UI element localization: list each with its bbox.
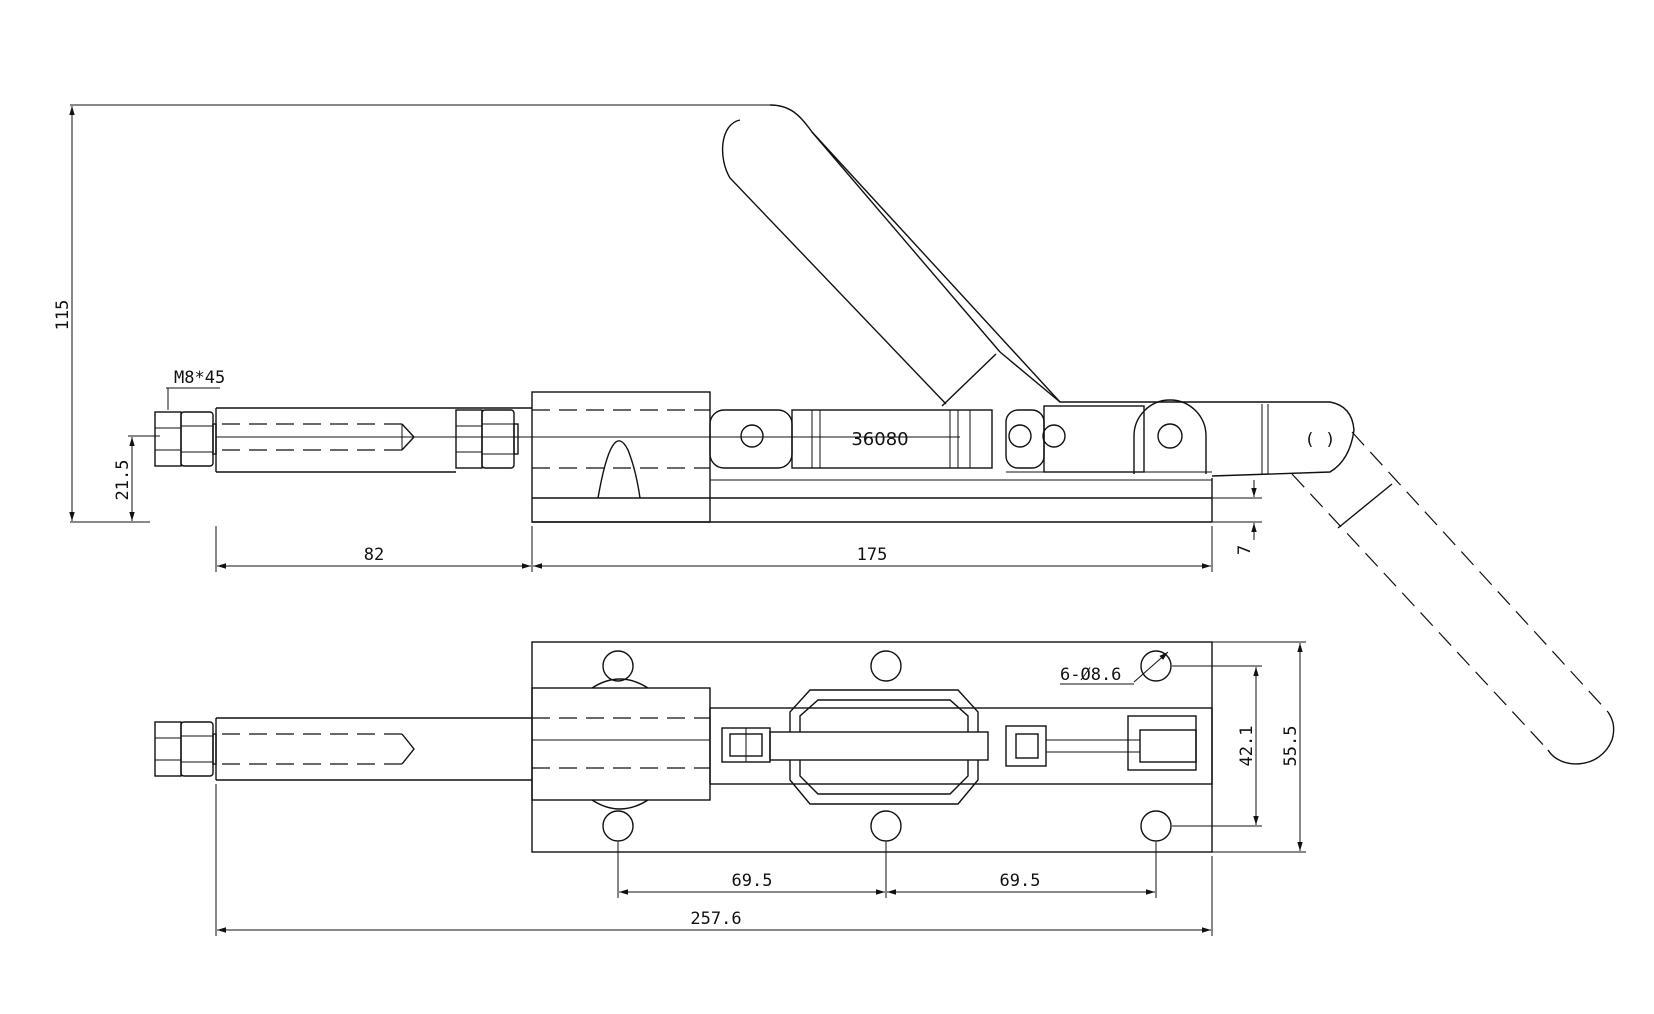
dim-overall-height: 115 — [53, 104, 770, 523]
pivot-bracket — [1133, 399, 1207, 474]
dim-plunger-length-label: 82 — [364, 545, 384, 565]
linkage-bar: 36080 — [709, 405, 1212, 473]
dim-base-thickness: 7 — [1212, 480, 1262, 555]
thread-callout: M8*45 — [166, 368, 225, 410]
dim-base-length-label: 175 — [857, 545, 888, 565]
dim-plunger-height-label: 21.5 — [113, 460, 133, 501]
handle-open-position — [1212, 431, 1615, 765]
dim-lengths-side: 82 175 — [215, 526, 1213, 572]
dim-lengths-top: 69.5 69.5 257.6 — [215, 784, 1213, 936]
dim-hole-spacing-vertical-label: 42.1 — [1237, 726, 1257, 767]
guide-block — [531, 391, 711, 523]
plunger-rod — [215, 407, 960, 473]
dim-base-thickness-label: 7 — [1235, 545, 1255, 555]
base-plate-side — [532, 478, 1213, 523]
guide-block-top — [531, 678, 711, 810]
top-view: 6-Ø8.6 42.1 55.5 69.5 69.5 257.6 — [154, 641, 1306, 936]
handle-lever: ( ) — [721, 104, 1355, 477]
dim-overall-length-label: 257.6 — [690, 909, 741, 929]
dim-hole-spacing-left-label: 69.5 — [732, 871, 773, 891]
hole-spec-label: 6-Ø8.6 — [1060, 665, 1121, 685]
thread-spec-label: M8*45 — [174, 368, 225, 388]
dim-hole-spacing-right-label: 69.5 — [1000, 871, 1041, 891]
mounting-holes — [602, 650, 1172, 842]
dim-base-width-label: 55.5 — [1281, 726, 1301, 767]
pivot-mark: ( ) — [1305, 430, 1336, 450]
dim-overall-height-label: 115 — [53, 300, 73, 331]
part-number-label: 36080 — [851, 429, 908, 450]
hex-nut-middle — [455, 409, 519, 469]
dim-widths-top: 42.1 55.5 — [1172, 641, 1306, 853]
linkage-top — [709, 689, 1213, 805]
side-view: 115 21.5 M8*45 — [53, 104, 1615, 765]
hole-callout: 6-Ø8.6 — [1060, 651, 1169, 685]
hex-nut-left — [154, 411, 217, 467]
dim-plunger-height: 21.5 — [113, 435, 160, 521]
plunger-top — [154, 717, 532, 781]
